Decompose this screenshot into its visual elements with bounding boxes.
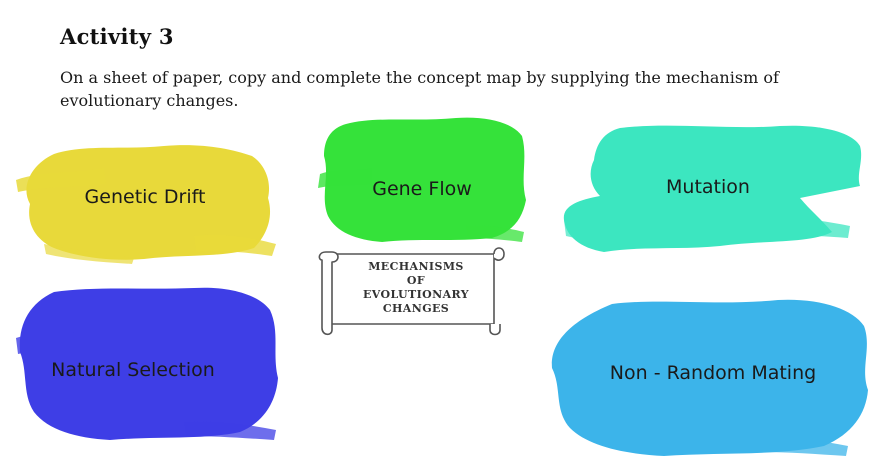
mutation-box: Mutation: [560, 120, 864, 260]
genetic-drift-box: Genetic Drift: [14, 140, 276, 265]
scroll-line-4: CHANGES: [382, 302, 450, 315]
gene-flow-brush-stroke: [318, 117, 526, 242]
instructions-text: On a sheet of paper, copy and complete t…: [60, 68, 779, 110]
gene-flow-box: Gene Flow: [316, 114, 528, 244]
genetic-drift-label: Genetic Drift: [84, 186, 206, 208]
central-scroll-banner: MECHANISMS OF EVOLUTIONARY CHANGES: [314, 240, 510, 336]
scroll-line-1: MECHANISMS: [368, 260, 464, 273]
mutation-label: Mutation: [666, 176, 750, 198]
non-random-mating-brush-stroke: [551, 299, 868, 456]
mutation-brush-stroke: [563, 125, 862, 252]
activity-heading: Activity 3: [60, 24, 174, 49]
gene-flow-label: Gene Flow: [372, 178, 472, 200]
scroll-graphic: [318, 247, 505, 336]
non-random-mating-box: Non - Random Mating: [548, 296, 872, 460]
natural-selection-brush-stroke: [16, 287, 279, 440]
scroll-line-3: EVOLUTIONARY: [363, 288, 469, 301]
scroll-line-2: OF: [406, 274, 426, 287]
non-random-mating-label: Non - Random Mating: [609, 362, 817, 384]
natural-selection-label: Natural Selection: [51, 359, 215, 381]
scroll-title: MECHANISMS OF EVOLUTIONARY CHANGES: [336, 260, 496, 316]
genetic-drift-brush-stroke: [16, 145, 276, 264]
natural-selection-box: Natural Selection: [14, 282, 284, 442]
